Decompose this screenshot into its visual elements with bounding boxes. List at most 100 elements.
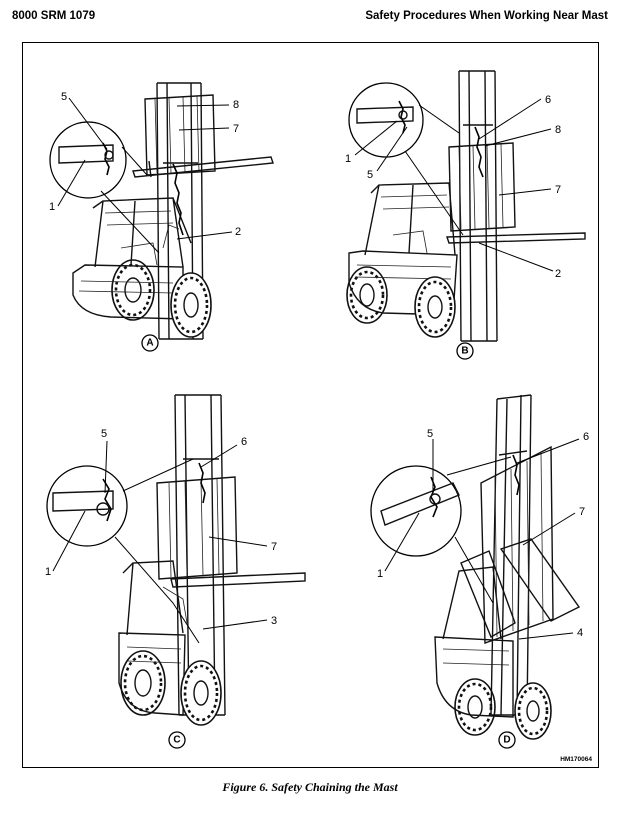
truck-body	[348, 250, 458, 316]
detail-shackle	[429, 493, 441, 505]
guard-slats	[380, 194, 450, 210]
front-wheel-hub	[526, 700, 540, 722]
leader-4	[518, 632, 574, 640]
rear-wheel	[111, 259, 155, 321]
rear-wheel-hub	[134, 669, 152, 697]
front-wheel-tread	[517, 686, 549, 736]
detail-crossmember	[356, 106, 414, 124]
callout-1: 1	[345, 153, 351, 165]
detail-chain	[102, 142, 110, 176]
header-section-title: Safety Procedures When Working Near Mast	[365, 10, 608, 22]
overhead-guard	[122, 560, 184, 636]
panel-label: C	[173, 735, 180, 746]
front-wheel	[514, 682, 552, 740]
carriage	[156, 476, 238, 580]
rear-wheel-tread	[114, 263, 152, 317]
panel-a: 5 8 7 1 2 A	[49, 82, 274, 352]
rear-wheel	[120, 650, 166, 716]
callout-8: 8	[233, 99, 239, 111]
leader-8	[484, 128, 552, 147]
body-detail	[442, 648, 510, 666]
panel-c: 5 6 7 1 3 C	[45, 394, 306, 749]
rear-wheel-hub	[359, 283, 375, 307]
mast-crossbars	[157, 82, 203, 340]
leader-8	[176, 104, 230, 107]
callout-7: 7	[233, 123, 239, 135]
leader-1	[57, 159, 86, 207]
truck-body	[434, 636, 514, 718]
leader-2	[176, 231, 233, 240]
leader-3	[202, 619, 268, 630]
body-detail	[126, 646, 182, 664]
steering-seat	[120, 224, 180, 266]
callout-4: 4	[577, 627, 583, 639]
guard-slats	[104, 210, 174, 226]
panel-d: 5 6 7 1 4 D	[370, 394, 589, 749]
rear-wheel-tread	[349, 270, 385, 320]
front-wheel	[170, 272, 212, 338]
callout-5: 5	[427, 428, 433, 440]
panel-label-badge	[168, 731, 186, 749]
truck-body	[118, 632, 186, 716]
detail-chain	[102, 478, 112, 522]
callout-5: 5	[61, 91, 67, 103]
fork-heel	[148, 160, 152, 178]
fork	[132, 156, 274, 178]
load-backrest-bars	[458, 143, 504, 230]
figure-caption: Figure 6. Safety Chaining the Mast	[222, 780, 398, 794]
leader-2	[478, 242, 554, 272]
leader-7	[208, 536, 268, 547]
art-code: HM170064	[560, 756, 592, 763]
header-document-id: 8000 SRM 1079	[12, 10, 96, 22]
front-wheel	[414, 276, 456, 338]
callout-8: 8	[555, 124, 561, 136]
callout-5: 5	[101, 428, 107, 440]
leader-5	[104, 440, 108, 494]
detail-crossmember	[380, 482, 460, 526]
load-backrest-bars	[154, 95, 200, 174]
safety-chaining-illustration: 5 8 7 1 2 A	[45, 70, 589, 749]
panel-label-badge	[141, 334, 159, 352]
overhead-guard	[442, 566, 502, 640]
detail-shackle	[104, 150, 114, 160]
leader-5	[376, 126, 408, 172]
safety-chain	[198, 462, 206, 504]
detail-chain	[398, 100, 406, 134]
fork	[170, 572, 306, 588]
callout-5: 5	[367, 169, 373, 181]
front-wheel-tread	[173, 276, 209, 334]
leader-7	[178, 127, 230, 131]
front-wheel	[180, 660, 222, 726]
rear-wheel-hub	[124, 277, 142, 303]
mast-uprights	[490, 394, 532, 716]
leader-7	[522, 512, 576, 546]
detail-circle	[348, 82, 424, 158]
front-wheel-tread	[183, 664, 219, 722]
mast-crossbars	[491, 394, 532, 716]
callout-2: 2	[555, 268, 561, 280]
safety-chain	[512, 454, 520, 496]
carriage	[144, 94, 216, 176]
detail-connector-lines	[446, 456, 512, 604]
panel-b: 6 8 1 5 7 2 B	[345, 70, 586, 360]
detail-shackle	[398, 110, 408, 120]
panel-label: A	[146, 338, 153, 349]
front-wheel-hub	[183, 292, 199, 318]
detail-connector-lines	[114, 458, 200, 644]
fork-left	[460, 550, 516, 639]
leader-6	[200, 444, 238, 468]
leader-1	[384, 512, 420, 572]
callout-1: 1	[45, 566, 51, 578]
mast-uprights	[156, 82, 204, 340]
figure-frame: 5 8 7 1 2 A	[22, 42, 599, 768]
panel-label: B	[461, 346, 468, 357]
steering-seat	[162, 586, 188, 624]
leader-6	[478, 98, 542, 140]
detail-circle	[49, 121, 127, 199]
callout-6: 6	[241, 436, 247, 448]
overhead-guard	[364, 182, 456, 256]
overhead-guard	[92, 197, 192, 268]
detail-connector-lines	[100, 146, 160, 254]
rear-wheel	[454, 678, 496, 736]
leader-1	[52, 510, 86, 572]
